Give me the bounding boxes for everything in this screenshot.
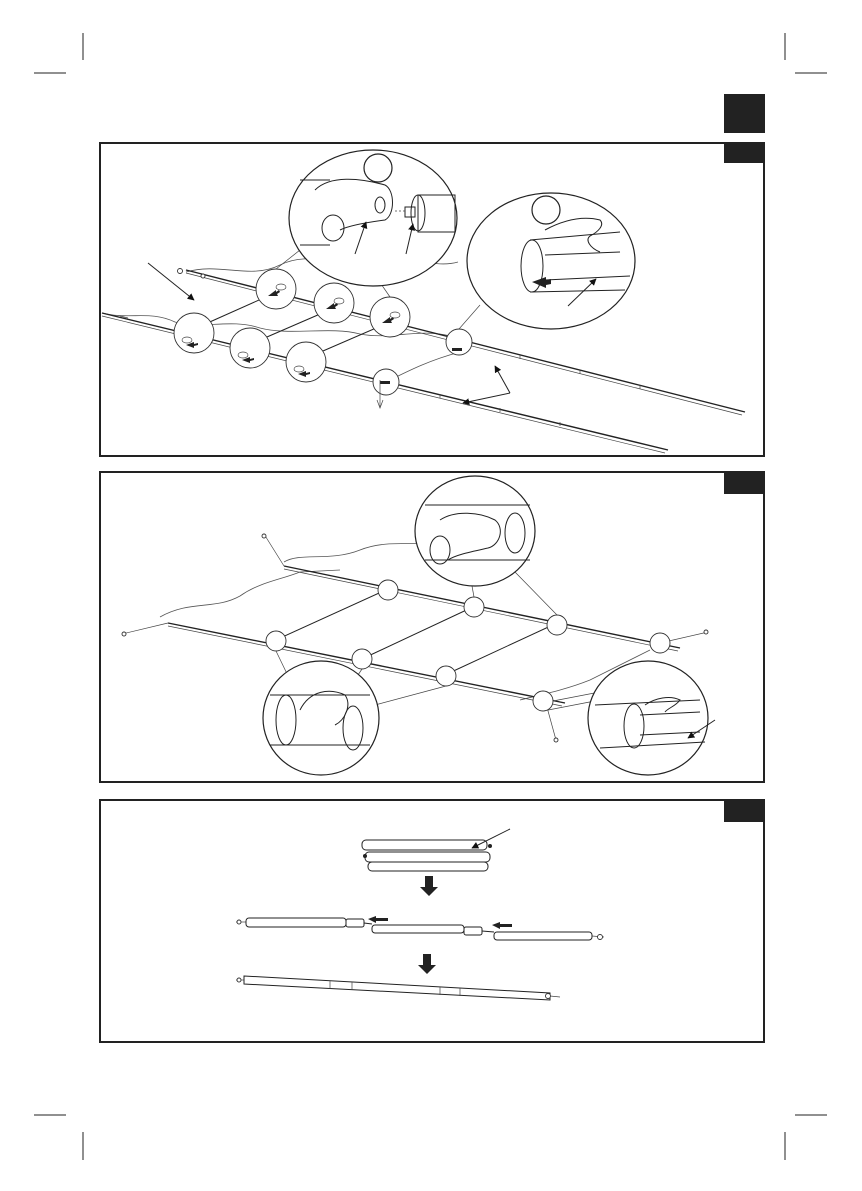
- panel-3: [100, 800, 764, 1042]
- assembled-pole: [236, 976, 560, 1000]
- detail-circle-e: [588, 661, 715, 775]
- folded-pole-bundle: [362, 829, 510, 871]
- detail-circle-c: [415, 476, 535, 586]
- detail-circle-d: [263, 661, 379, 775]
- step-tab-3: [724, 800, 764, 822]
- panel-2: [100, 472, 764, 782]
- push-arrow-icon: [492, 922, 512, 929]
- push-arrow-icon: [368, 916, 388, 923]
- pole-assembly-step: [236, 916, 604, 940]
- panel-1: [100, 143, 764, 456]
- step-tab-2: [724, 472, 764, 494]
- language-tab: [724, 94, 765, 133]
- down-arrow-icon: [420, 876, 438, 896]
- detail-circle-a: [289, 150, 457, 286]
- detail-circle-b: [467, 193, 635, 329]
- down-arrow-icon: [418, 954, 436, 974]
- step-tab-1: [724, 143, 764, 163]
